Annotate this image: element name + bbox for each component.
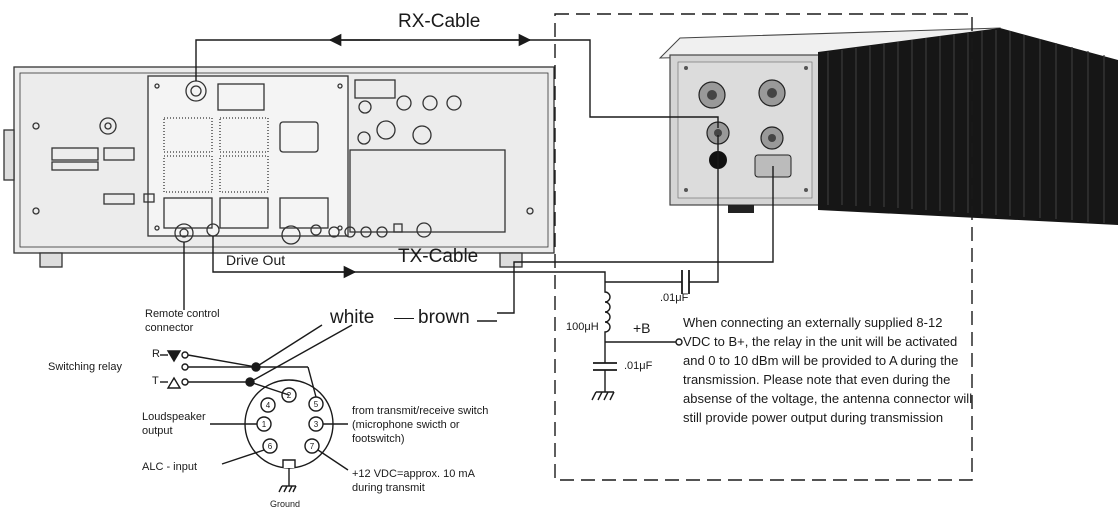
- ground-label: Ground: [270, 499, 301, 509]
- plus-b-label: +B: [633, 320, 651, 336]
- brown-label: brown: [418, 307, 470, 328]
- relay-r-label: R: [152, 348, 160, 360]
- rx-cable-label: RX-Cable: [398, 11, 481, 32]
- pin5-wire: [307, 366, 317, 398]
- plus12vdc-label: +12 VDC=approx. 10 mA during transmit: [352, 468, 475, 494]
- din-pin-3: 3: [314, 420, 319, 429]
- drive-out-label: Drive Out: [226, 252, 286, 268]
- din-pin-5: 5: [314, 400, 319, 409]
- din-pin-2: 2: [287, 391, 292, 400]
- alc-input-label: ALC - input: [142, 461, 198, 473]
- rx-cable: [195, 39, 719, 128]
- external-circuit-outline: [554, 13, 973, 481]
- alc-lead: [221, 449, 265, 465]
- plus12-lead: [317, 449, 349, 471]
- transceiver-rear-panel: [3, 66, 555, 268]
- relay-r-triangle: [166, 350, 182, 363]
- white-leader: [255, 324, 323, 368]
- inductor-label: 100μH: [566, 321, 599, 333]
- junction-white: [251, 362, 261, 372]
- din-pin-1: 1: [262, 420, 267, 429]
- din-pin-7: 7: [310, 442, 315, 451]
- to-amp-line: [689, 135, 719, 283]
- white-brown-dash: [394, 318, 414, 319]
- connection-note: When connecting an externally supplied 8…: [683, 315, 973, 425]
- relay-t-label: T: [152, 375, 159, 387]
- plus-b-terminal: [675, 338, 683, 346]
- cap-bottom-label: .01μF: [624, 360, 653, 372]
- relay-r-wire: [187, 354, 257, 368]
- control-cable: [497, 166, 774, 314]
- ground-symbol-b: [591, 391, 615, 401]
- loudspeaker-output-label: Loudspeaker output: [142, 411, 206, 437]
- amplifier-unit: [658, 27, 1118, 225]
- trx-switch-label: from transmit/receive switch (microphone…: [352, 405, 489, 445]
- relay-t-triangle: [166, 376, 182, 389]
- din-pin-4: 4: [266, 401, 271, 410]
- remote-control-label: Remote control connector: [145, 308, 220, 334]
- switching-relay-label: Switching relay: [48, 361, 122, 373]
- white-label: white: [330, 307, 375, 328]
- tx-cable: [212, 236, 606, 282]
- cap-top-label: .01μF: [660, 292, 689, 304]
- brown-leader: [249, 324, 353, 383]
- tx-cable-label: TX-Cable: [398, 246, 479, 267]
- ground-symbol-din: [278, 485, 297, 493]
- inductor-coil: [604, 282, 611, 342]
- din-pin-6: 6: [268, 442, 273, 451]
- junction-brown: [245, 377, 255, 387]
